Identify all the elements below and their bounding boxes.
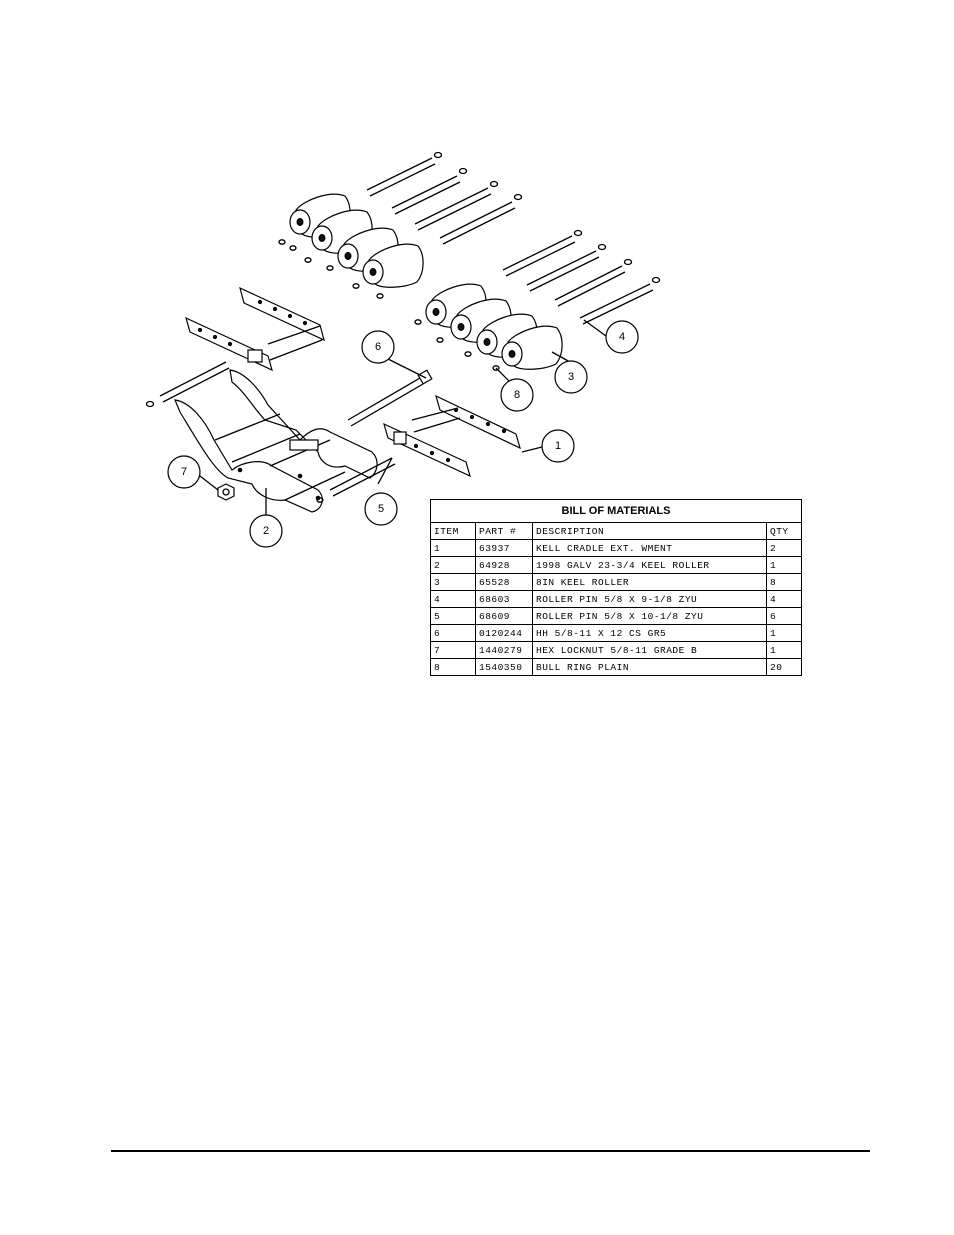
header-item: ITEM: [430, 522, 476, 540]
cell-item: 8: [430, 658, 476, 676]
balloon-8: 8: [500, 378, 534, 412]
table-row: 1 63937 KELL CRADLE EXT. WMENT 2: [430, 539, 802, 557]
table-row: 8 1540350 BULL RING PLAIN 20: [430, 658, 802, 676]
keel-roller-frame: [174, 369, 378, 513]
cradle-extension-right: [383, 394, 521, 478]
cell-item: 4: [430, 590, 476, 608]
roller-pins-upper: [366, 151, 523, 245]
cell-description: BULL RING PLAIN: [532, 658, 767, 676]
table-row: 3 65528 8IN KEEL ROLLER 8: [430, 573, 802, 591]
cell-qty: 1: [766, 624, 802, 642]
bom-header-row: ITEM PART # DESCRIPTION QTY: [430, 522, 802, 540]
balloon-7: 7: [167, 455, 201, 489]
leader-lines: [199, 319, 607, 515]
balloon-label-6: 6: [375, 341, 381, 353]
bull-rings-lower: [414, 319, 500, 371]
cradle-extension-left: [185, 286, 325, 372]
bom-title-row: BILL OF MATERIALS: [430, 499, 802, 523]
keel-rollers-upper: [289, 193, 424, 288]
table-row: 2 64928 1998 GALV 23-3/4 KEEL ROLLER 1: [430, 556, 802, 574]
cell-qty: 20: [766, 658, 802, 676]
cell-part: 1540350: [475, 658, 533, 676]
cell-part: 64928: [475, 556, 533, 574]
cell-description: HEX LOCKNUT 5/8-11 GRADE B: [532, 641, 767, 659]
cell-description: 8IN KEEL ROLLER: [532, 573, 767, 591]
cell-qty: 1: [766, 641, 802, 659]
cell-part: 65528: [475, 573, 533, 591]
cell-part: 63937: [475, 539, 533, 557]
balloon-label-2: 2: [263, 525, 269, 537]
roller-pin-left: [145, 361, 230, 408]
bom-title: BILL OF MATERIALS: [430, 499, 802, 523]
cell-part: 1440279: [475, 641, 533, 659]
cell-part: 68603: [475, 590, 533, 608]
cell-item: 5: [430, 607, 476, 625]
balloon-label-5: 5: [378, 503, 384, 515]
balloon-3: 3: [554, 360, 588, 394]
cell-item: 3: [430, 573, 476, 591]
footer-rule: [111, 1150, 870, 1152]
cell-description: HH 5/8-11 X 12 CS GR5: [532, 624, 767, 642]
table-row: 7 1440279 HEX LOCKNUT 5/8-11 GRADE B 1: [430, 641, 802, 659]
bill-of-materials-table: BILL OF MATERIALS ITEM PART # DESCRIPTIO…: [430, 499, 802, 676]
balloon-label-4: 4: [619, 331, 625, 343]
balloon-5: 5: [364, 492, 398, 526]
cell-qty: 8: [766, 573, 802, 591]
header-part: PART #: [475, 522, 533, 540]
exploded-assembly-drawing: 1 2 3 4 5 6 7 8: [145, 151, 661, 548]
balloon-label-1: 1: [555, 440, 561, 452]
balloon-label-7: 7: [181, 466, 187, 478]
balloon-label-8: 8: [514, 389, 520, 401]
table-row: 4 68603 ROLLER PIN 5/8 X 9-1/8 ZYU 4: [430, 590, 802, 608]
cell-qty: 4: [766, 590, 802, 608]
hex-locknut: [217, 483, 235, 501]
cell-description: ROLLER PIN 5/8 X 10-1/8 ZYU: [532, 607, 767, 625]
balloon-4: 4: [605, 320, 639, 354]
keel-rollers-lower: [425, 283, 563, 370]
cell-qty: 6: [766, 607, 802, 625]
roller-pins-lower: [502, 229, 661, 325]
cell-description: KELL CRADLE EXT. WMENT: [532, 539, 767, 557]
cell-item: 1: [430, 539, 476, 557]
cell-item: 6: [430, 624, 476, 642]
bull-rings-upper: [278, 239, 384, 299]
balloon-2: 2: [249, 514, 283, 548]
cell-item: 7: [430, 641, 476, 659]
table-row: 6 0120244 HH 5/8-11 X 12 CS GR5 1: [430, 624, 802, 642]
cell-item: 2: [430, 556, 476, 574]
cell-part: 0120244: [475, 624, 533, 642]
cell-description: 1998 GALV 23-3/4 KEEL ROLLER: [532, 556, 767, 574]
table-row: 5 68609 ROLLER PIN 5/8 X 10-1/8 ZYU 6: [430, 607, 802, 625]
cell-description: ROLLER PIN 5/8 X 9-1/8 ZYU: [532, 590, 767, 608]
cell-qty: 2: [766, 539, 802, 557]
balloon-label-3: 3: [568, 371, 574, 383]
header-qty: QTY: [766, 522, 802, 540]
balloon-1: 1: [541, 429, 575, 463]
cell-qty: 1: [766, 556, 802, 574]
balloon-6: 6: [361, 330, 395, 364]
header-description: DESCRIPTION: [532, 522, 767, 540]
cell-part: 68609: [475, 607, 533, 625]
roller-pin-5: [316, 457, 396, 503]
